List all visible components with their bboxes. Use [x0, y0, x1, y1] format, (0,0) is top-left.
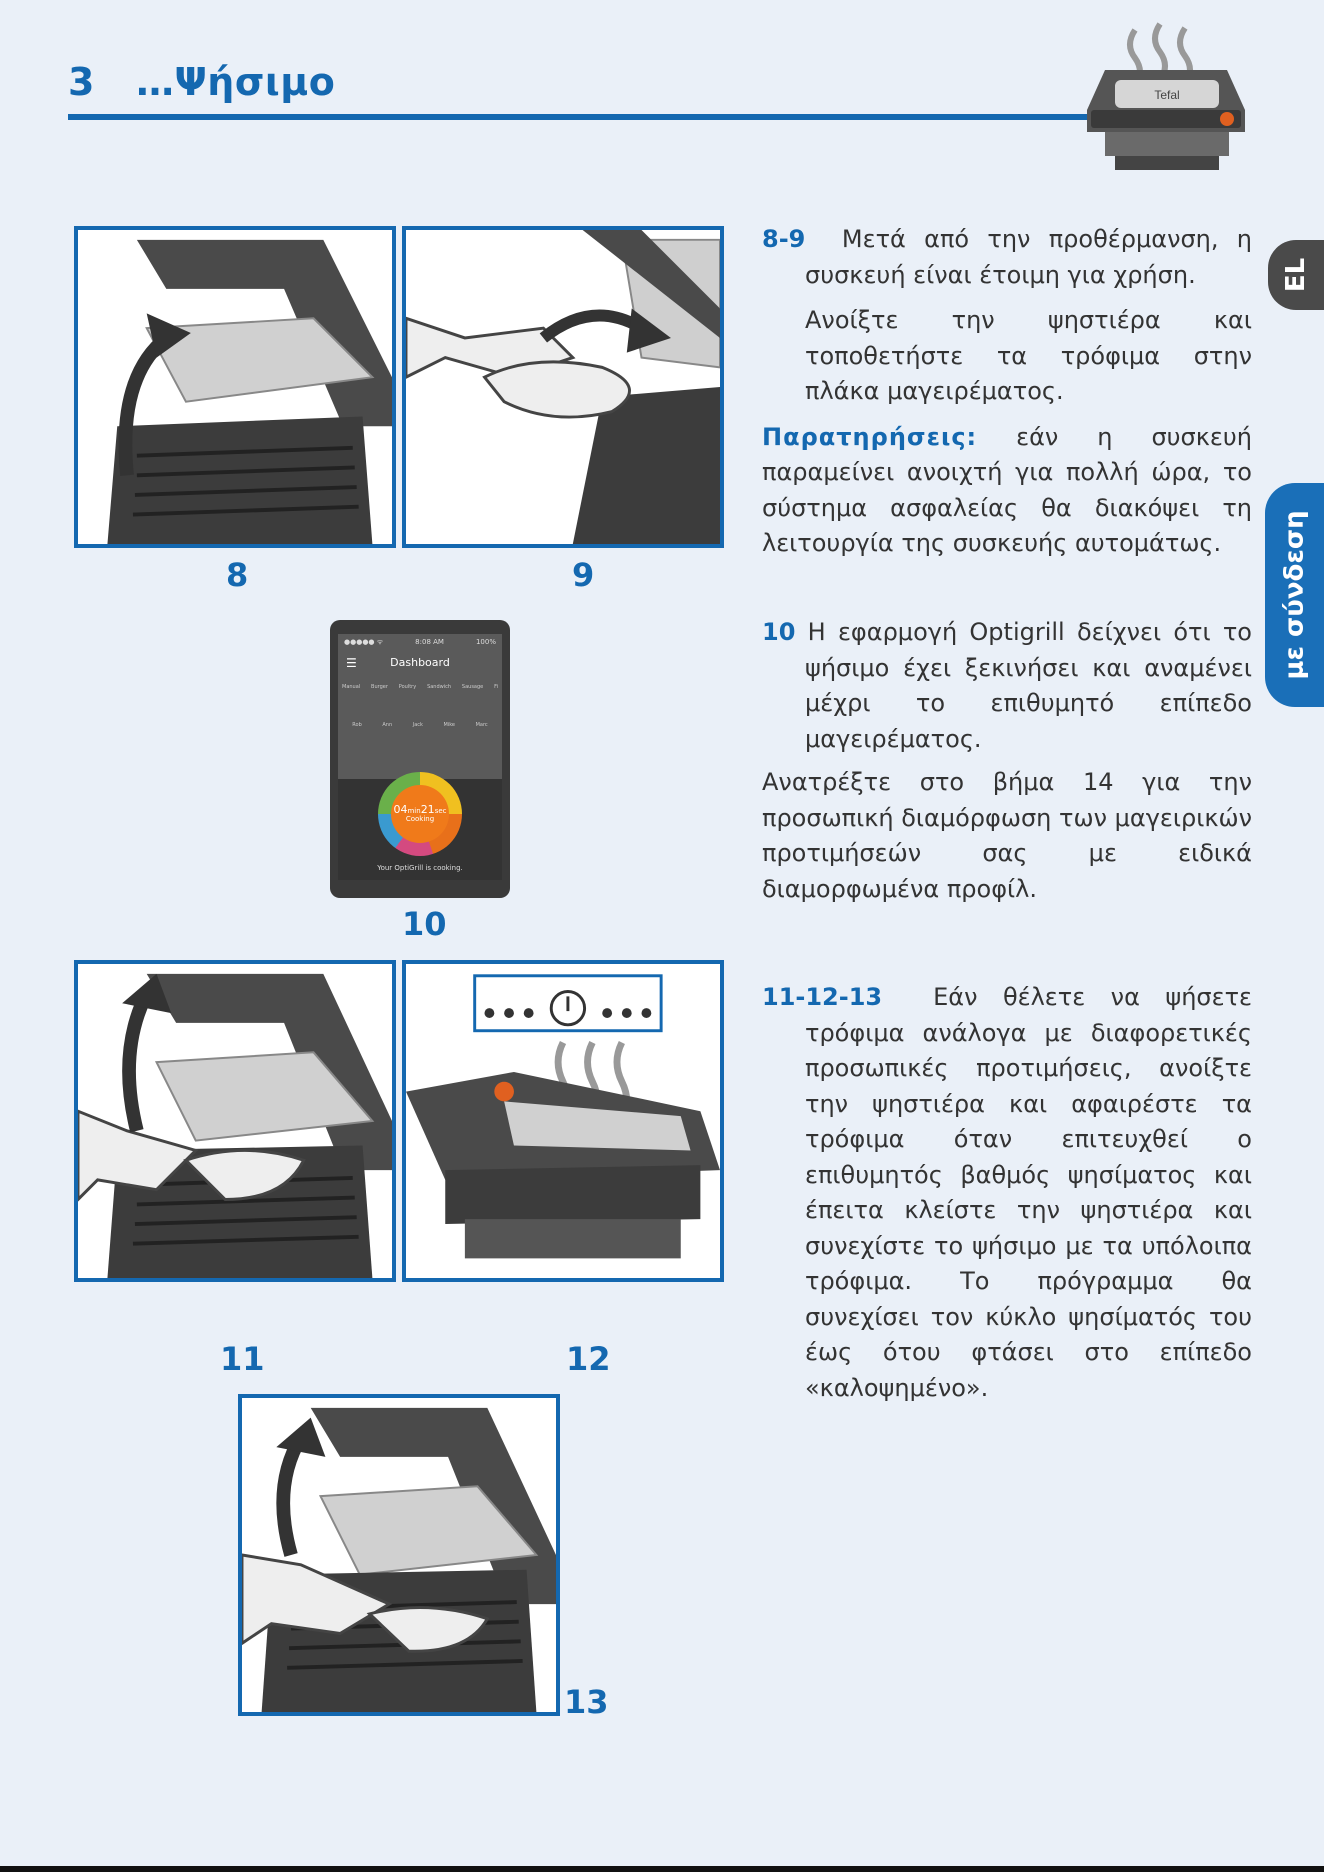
profile-label: Marc	[475, 722, 488, 728]
figure-9-number: 9	[572, 556, 595, 594]
notes-text: εάν η συσκευή παραμείνει ανοιχτή για πολ…	[762, 422, 1252, 558]
phone-battery: 100%	[475, 638, 496, 646]
hamburger-menu-icon: ☰	[346, 656, 357, 670]
figure-12-illustration	[402, 960, 724, 1282]
step-11-12-13-block: 11-12-13 Εάν θέλετε να ψήσετε τρόφιμα αν…	[762, 980, 1252, 1406]
language-tab-label: EL	[1280, 257, 1311, 293]
profile-label: Jack	[412, 722, 423, 728]
bottom-rule	[0, 1866, 1324, 1872]
timer-seconds-unit: sec	[434, 807, 447, 816]
step-8-9-block: 8-9 Μετά από την προθέρμανση, η συσκευή …	[762, 222, 1252, 562]
timer-minutes-unit: min	[407, 807, 421, 816]
notes-label: Παρατηρήσεις:	[762, 422, 978, 451]
timer-minutes: 04	[393, 803, 408, 817]
phone-status-message: Your OptiGrill is cooking.	[377, 864, 463, 872]
step-8-9-paragraph-2: Ανοίξτε την ψηστιέρα και τοποθετήστε τα …	[805, 306, 1252, 405]
category-label: Fi	[494, 684, 498, 690]
step-10-paragraph-2: Ανατρέξτε στο βήμα 14 για την προσωπική …	[762, 768, 1252, 903]
step-10-block: 10 Η εφαρμογή Optigrill δείχνει ότι το ψ…	[762, 615, 1252, 907]
figure-11-number: 11	[220, 1340, 265, 1378]
category-label: Sandwich	[427, 684, 452, 690]
step-8-9-number: 8-9	[762, 225, 806, 253]
phone-profiles: Rob Ann Jack Mike Marc	[342, 722, 498, 728]
figure-13-illustration	[238, 1394, 560, 1716]
header-rule	[68, 114, 1108, 120]
cooking-timer: 04min21sec Cooking	[391, 785, 449, 843]
step-8-9-text: Μετά από την προθέρμανση, η συσκευή είνα…	[805, 225, 1253, 289]
figure-12-number: 12	[566, 1340, 611, 1378]
step-10-text: Η εφαρμογή Optigrill δείχνει ότι το ψήσι…	[805, 618, 1252, 753]
phone-screen: ●●●●● ᯤ 8:08 AM 100% ☰ Dashboard Manual …	[338, 634, 502, 880]
phone-carrier: ●●●●● ᯤ	[344, 638, 384, 646]
section-title: 3 …Ψήσιμο	[68, 60, 335, 104]
figure-9-illustration	[402, 226, 724, 548]
phone-time: 8:08 AM	[415, 638, 444, 646]
cooking-dial: 04min21sec Cooking	[378, 772, 462, 856]
profile-label: Ann	[382, 722, 393, 728]
step-11-12-13-text: Εάν θέλετε να ψήσετε τρόφιμα ανάλογα με …	[805, 983, 1253, 1402]
language-tab: EL	[1268, 240, 1324, 310]
category-label: Poultry	[398, 684, 417, 690]
figure-10-number: 10	[402, 905, 447, 943]
step-11-12-13-number: 11-12-13	[762, 983, 883, 1011]
step-8-9-paragraph: 8-9 Μετά από την προθέρμανση, η συσκευή …	[762, 222, 1252, 293]
timer-seconds: 21	[420, 803, 435, 817]
timer-label: Cooking	[405, 815, 435, 824]
profile-label: Mike	[443, 722, 456, 728]
mode-tab-label: με σύνδεση	[1279, 510, 1310, 680]
category-label: Manual	[342, 684, 361, 690]
figure-8-illustration	[74, 226, 396, 548]
phone-status-bar: ●●●●● ᯤ 8:08 AM 100%	[344, 638, 496, 647]
phone-categories: Manual Burger Poultry Sandwich Sausage F…	[342, 684, 498, 690]
step-11-12-13-paragraph: 11-12-13 Εάν θέλετε να ψήσετε τρόφιμα αν…	[762, 980, 1252, 1406]
profile-label: Rob	[352, 722, 362, 728]
category-label: Sausage	[461, 684, 484, 690]
figure-11-illustration	[74, 960, 396, 1282]
step-10-paragraph: 10 Η εφαρμογή Optigrill δείχνει ότι το ψ…	[762, 615, 1252, 757]
figure-8-number: 8	[226, 556, 249, 594]
header-grill-icon: Tefal	[1075, 22, 1250, 187]
section-title-text: …Ψήσιμο	[136, 60, 336, 104]
category-label: Burger	[371, 684, 388, 690]
figure-13-number: 13	[564, 1683, 609, 1721]
phone-dashboard-title: Dashboard	[390, 656, 450, 669]
section-number: 3	[68, 60, 95, 104]
notes-paragraph: Παρατηρήσεις: εάν η συσκευή παραμείνει α…	[762, 420, 1252, 562]
grill-brand: Tefal	[1154, 88, 1179, 102]
phone-app-screenshot: ●●●●● ᯤ 8:08 AM 100% ☰ Dashboard Manual …	[330, 620, 510, 898]
step-10-number: 10	[762, 618, 796, 646]
mode-tab: με σύνδεση	[1265, 483, 1324, 707]
